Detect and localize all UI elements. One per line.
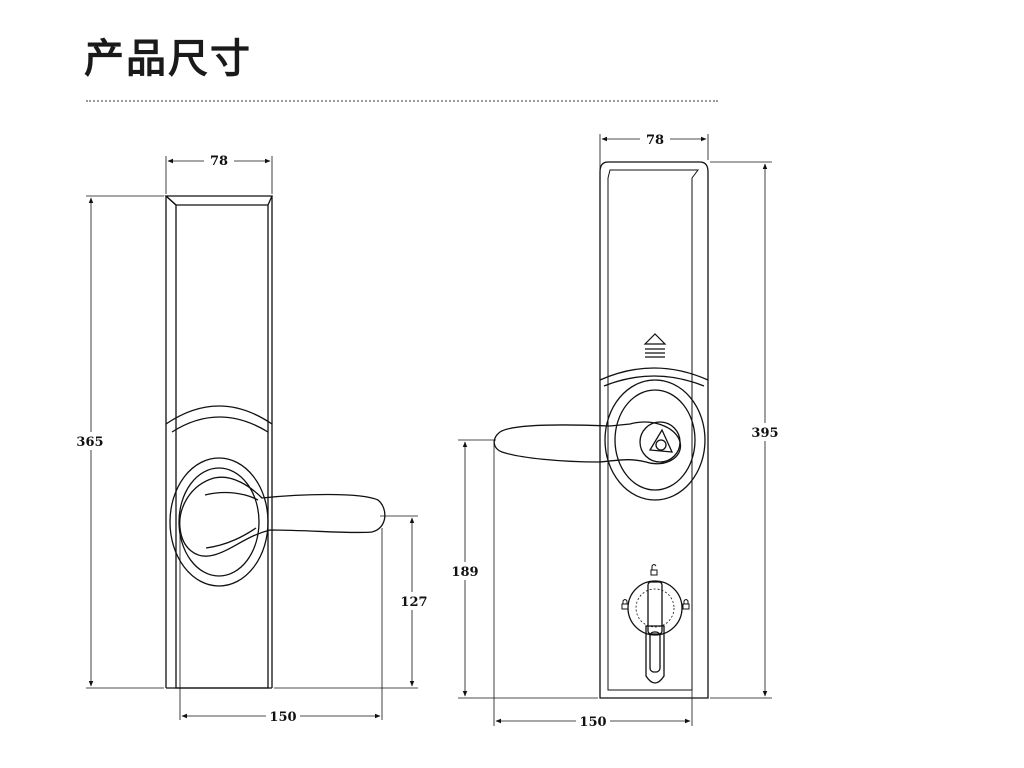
- front-panel-band: [599, 367, 709, 381]
- lock-icon-left: [621, 599, 629, 610]
- side-rosette: [169, 457, 269, 587]
- side-handle-height-label: 127: [400, 595, 427, 610]
- front-handle-length-label: 150: [579, 715, 606, 730]
- front-handle-height-label: 189: [451, 565, 478, 580]
- side-width-label: 78: [210, 154, 228, 169]
- key-slot: [645, 625, 665, 684]
- side-handle: [179, 476, 386, 557]
- title-divider: [86, 100, 718, 102]
- side-height-label: 365: [76, 435, 103, 450]
- front-width-label: 78: [646, 133, 664, 148]
- front-handle: [493, 421, 682, 465]
- lock-icon-right: [682, 599, 690, 610]
- front-height-label: 395: [751, 426, 778, 441]
- side-view: [86, 156, 418, 720]
- front-view: [458, 134, 772, 726]
- page-title: 产品尺寸: [84, 36, 252, 82]
- side-panel-band: [165, 405, 273, 425]
- unlock-icon: [650, 564, 658, 576]
- front-panel-outline: [599, 161, 709, 699]
- eject-arrow-icon: [643, 333, 667, 358]
- side-handle-length-label: 150: [269, 710, 296, 725]
- side-panel-outline: [164, 195, 274, 689]
- front-rosette: [604, 379, 706, 501]
- fingerprint-knob: [648, 428, 674, 453]
